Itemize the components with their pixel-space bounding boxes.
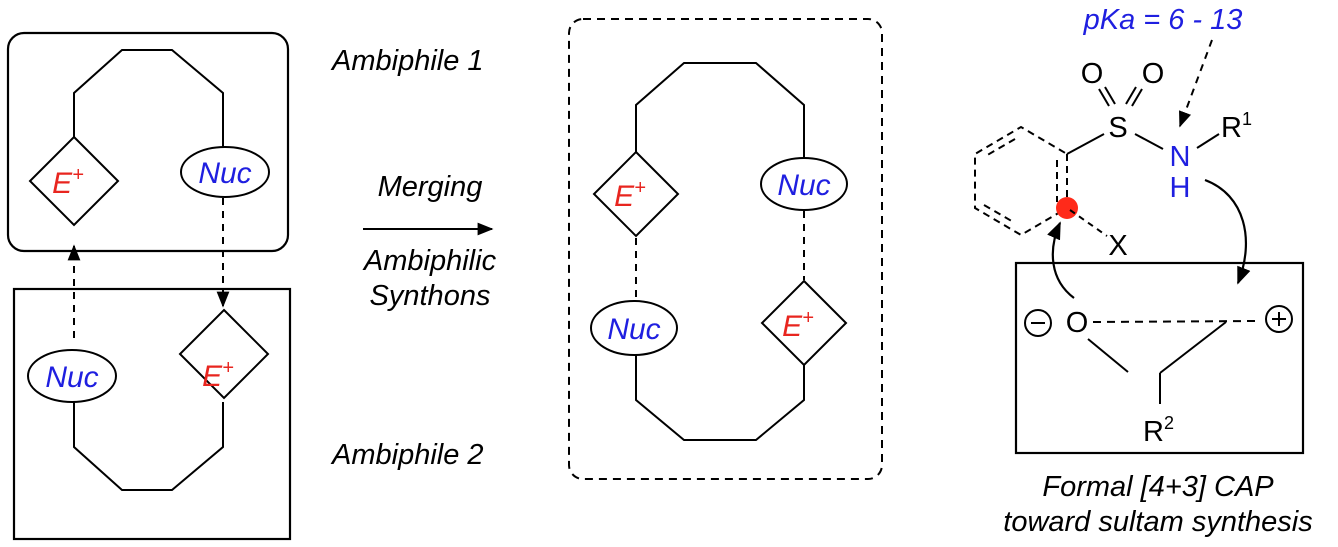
s-o-bond <box>1098 88 1110 107</box>
oxyallyl-frame <box>1088 322 1226 372</box>
hydrogen-atom: H <box>1170 172 1191 204</box>
c-s-bond <box>1066 133 1105 155</box>
ambiphile-1-chain <box>73 49 224 147</box>
oxyallyl-box: O R2 <box>1014 261 1305 455</box>
nucleophile-ellipse <box>590 300 678 356</box>
nucleophile-label: Nuc <box>777 169 830 202</box>
benzene-ring <box>974 125 1068 237</box>
nitrogen-atom: N <box>1170 141 1191 173</box>
s-n-bond <box>1134 133 1164 150</box>
r2-substituent: R2 <box>1143 413 1174 448</box>
plus-charge <box>1265 305 1293 333</box>
reactive-carbon-dot <box>1056 197 1078 219</box>
sulfur-atom: S <box>1108 112 1127 144</box>
s-o-bond <box>1131 88 1143 107</box>
c-x-bond <box>1069 209 1108 237</box>
pka-label: pKa = 6 - 13 <box>1083 4 1243 36</box>
leaving-group-x: X <box>1108 230 1127 262</box>
electrophile-label: E+ <box>52 164 84 200</box>
ambiphile-2-chain <box>73 402 224 491</box>
nucleophile-ellipse <box>180 146 270 198</box>
nucleophile-ellipse <box>760 157 848 211</box>
merged-ring: E+ Nuc Nuc E+ <box>568 18 883 480</box>
electrophile-diamond <box>178 308 270 400</box>
curved-arrow-o-to-carbon <box>1047 221 1075 299</box>
oxygen-atom: O <box>1066 307 1089 339</box>
ambiphile-2-box: Nuc E+ <box>12 287 292 541</box>
dashed-bond <box>1092 320 1258 323</box>
minus-charge <box>1024 309 1052 337</box>
caption-line-2: toward sultam synthesis <box>1003 506 1312 538</box>
merged-bottom-chain <box>635 355 805 441</box>
s-o-bond <box>1125 86 1137 105</box>
ambiphile-2-caption: Ambiphile 2 <box>330 439 484 471</box>
nucleophile-ellipse <box>27 349 117 403</box>
aromatic-inner-bond <box>983 138 1016 158</box>
ambiphile-1-caption: Ambiphile 1 <box>330 45 484 77</box>
ambiphilic-label: Ambiphilic <box>362 245 497 277</box>
pka-dashed-arrow <box>1179 39 1213 128</box>
r1-substituent: R1 <box>1221 109 1252 144</box>
sulfonamide-structure: S O O N H R1 X <box>974 58 1252 262</box>
merged-top-chain <box>635 62 805 158</box>
s-o-bond <box>1104 86 1116 105</box>
electrophile-label: E+ <box>202 357 234 393</box>
electrophile-diamond <box>28 135 120 227</box>
merging-label: Merging <box>378 171 483 203</box>
nucleophile-label: Nuc <box>198 157 251 190</box>
electrophile-diamond <box>592 150 680 238</box>
curved-arrow-n-to-cation <box>1204 178 1251 285</box>
caption-line-1: Formal [4+3] CAP <box>1042 471 1274 503</box>
n-r1-bond <box>1196 133 1220 149</box>
oxygen-atom: O <box>1081 58 1104 90</box>
electrophile-label: E+ <box>782 307 814 343</box>
aromatic-inner-bond <box>983 204 1016 224</box>
ambiphile-1-box: E+ Nuc <box>6 31 290 253</box>
synthons-label: Synthons <box>370 280 491 312</box>
oxygen-atom: O <box>1142 58 1165 90</box>
nucleophile-label: Nuc <box>607 313 660 346</box>
electrophile-diamond <box>760 279 848 367</box>
nucleophile-label: Nuc <box>45 361 98 394</box>
electrophile-label: E+ <box>614 177 646 213</box>
